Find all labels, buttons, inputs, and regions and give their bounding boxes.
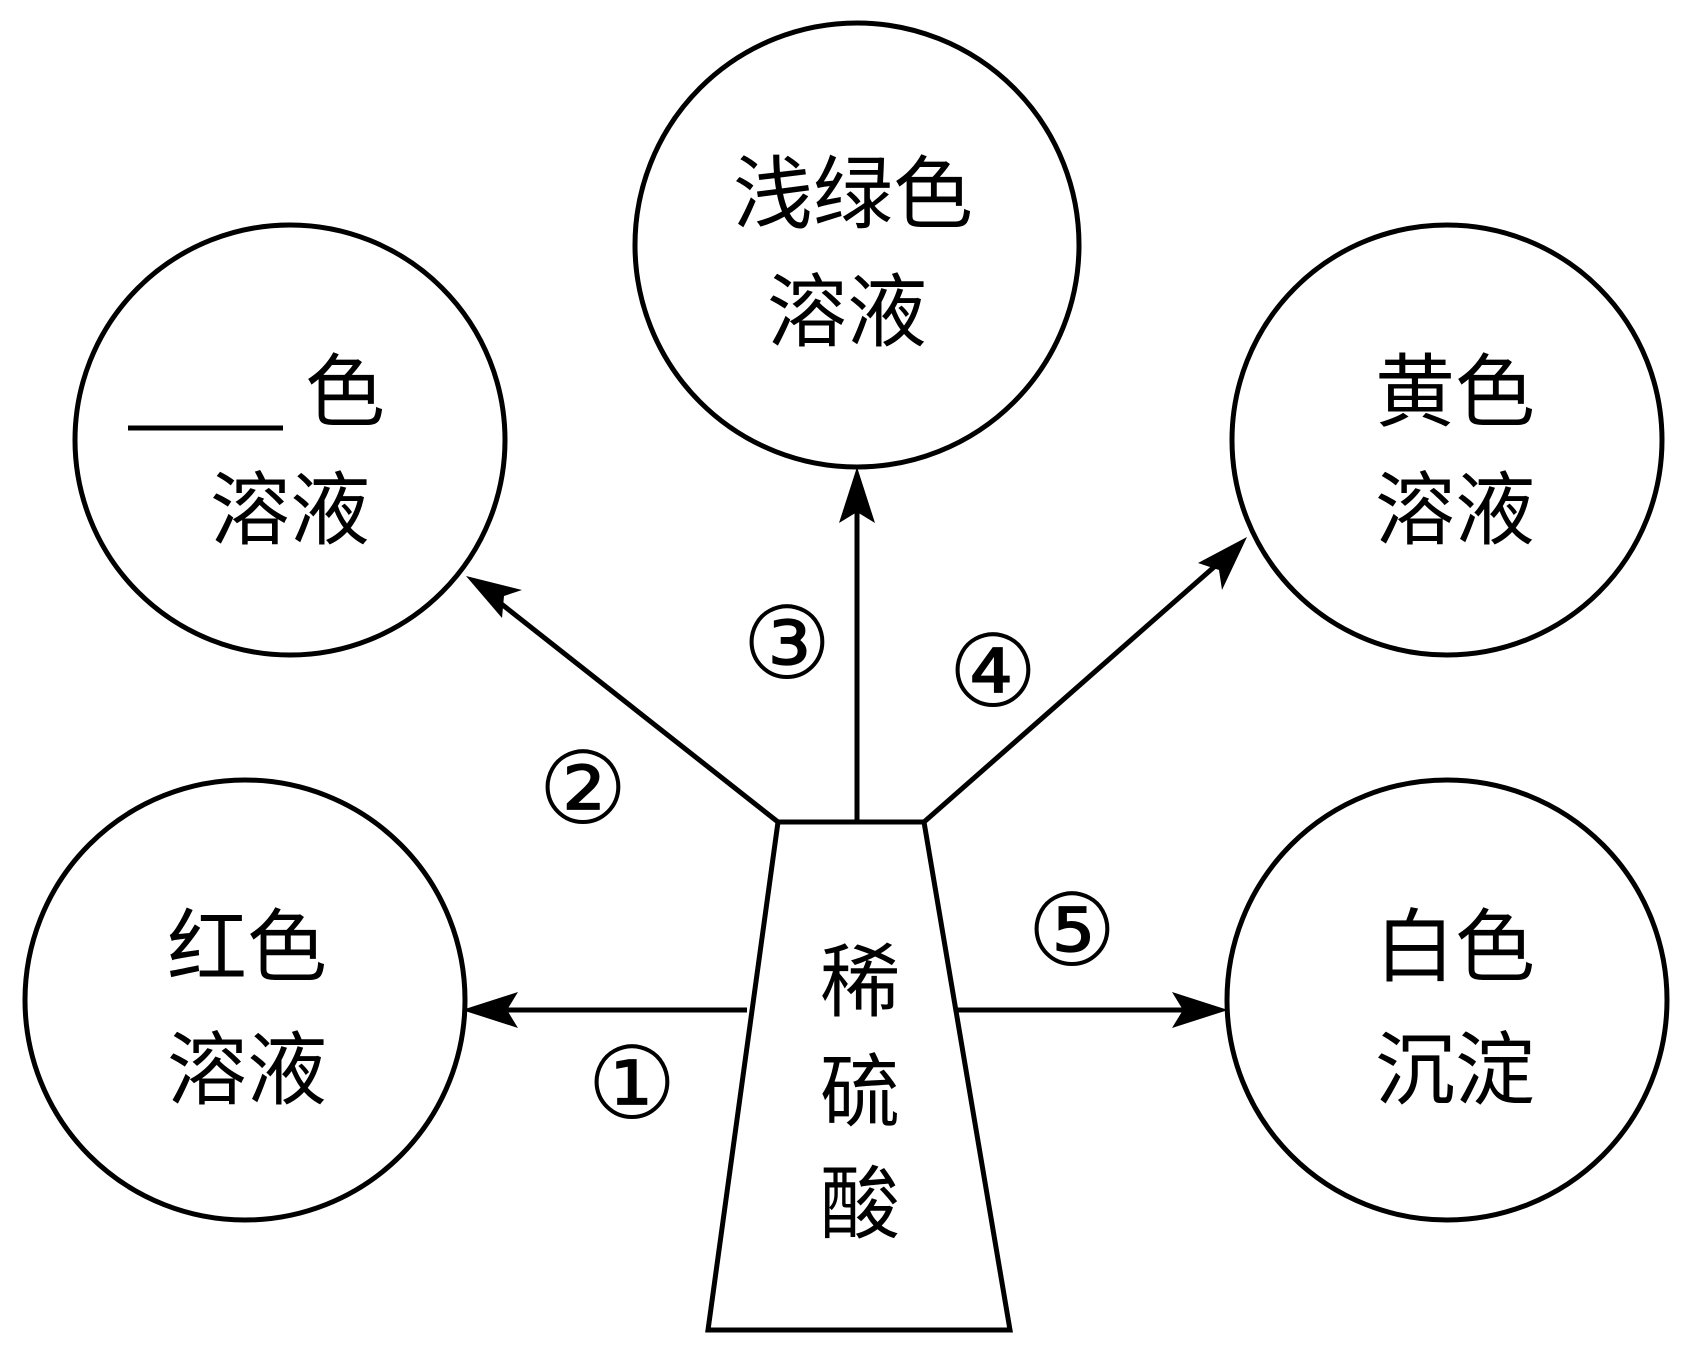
path-number-1: ①: [587, 1025, 677, 1142]
node-blank-color-solution: [72, 222, 508, 658]
path-number-5: ⑤: [1027, 872, 1117, 989]
blank-node-line2: 溶液: [210, 464, 370, 557]
arrow-4-head: [1198, 537, 1247, 590]
beaker-label-char-3: 酸: [820, 1158, 900, 1251]
beaker-label-char-1: 稀: [820, 936, 900, 1029]
path-number-3: ③: [742, 585, 832, 702]
arrow-3-head: [839, 467, 875, 523]
path-number-4: ④: [948, 613, 1038, 730]
beaker-label-char-2: 硫: [820, 1046, 900, 1139]
white-node-line1: 白色: [1375, 901, 1535, 994]
node-yellow-solution: [1229, 222, 1665, 658]
yellow-node-line2: 溶液: [1375, 464, 1535, 557]
blank-node-line1: 色: [305, 346, 385, 439]
arrow-2-line: [488, 593, 780, 824]
node-red-solution: [22, 777, 468, 1223]
light-green-node-line1: 浅绿色: [733, 148, 973, 241]
arrow-2-head: [466, 576, 522, 618]
yellow-node-line1: 黄色: [1375, 346, 1535, 439]
node-white-precipitate: [1224, 777, 1670, 1223]
node-light-green-solution: [632, 20, 1082, 470]
white-node-line2: 沉淀: [1375, 1024, 1535, 1117]
dilute-sulfuric-acid-beaker: [705, 819, 1013, 1333]
light-green-node-line2: 溶液: [767, 266, 927, 359]
arrow-1-head: [462, 992, 518, 1028]
arrow-5-head: [1172, 992, 1228, 1028]
red-node-line1: 红色: [167, 901, 327, 994]
path-number-2: ②: [538, 730, 628, 847]
red-node-line2: 溶液: [167, 1024, 327, 1117]
arrow-4-line: [922, 558, 1224, 824]
